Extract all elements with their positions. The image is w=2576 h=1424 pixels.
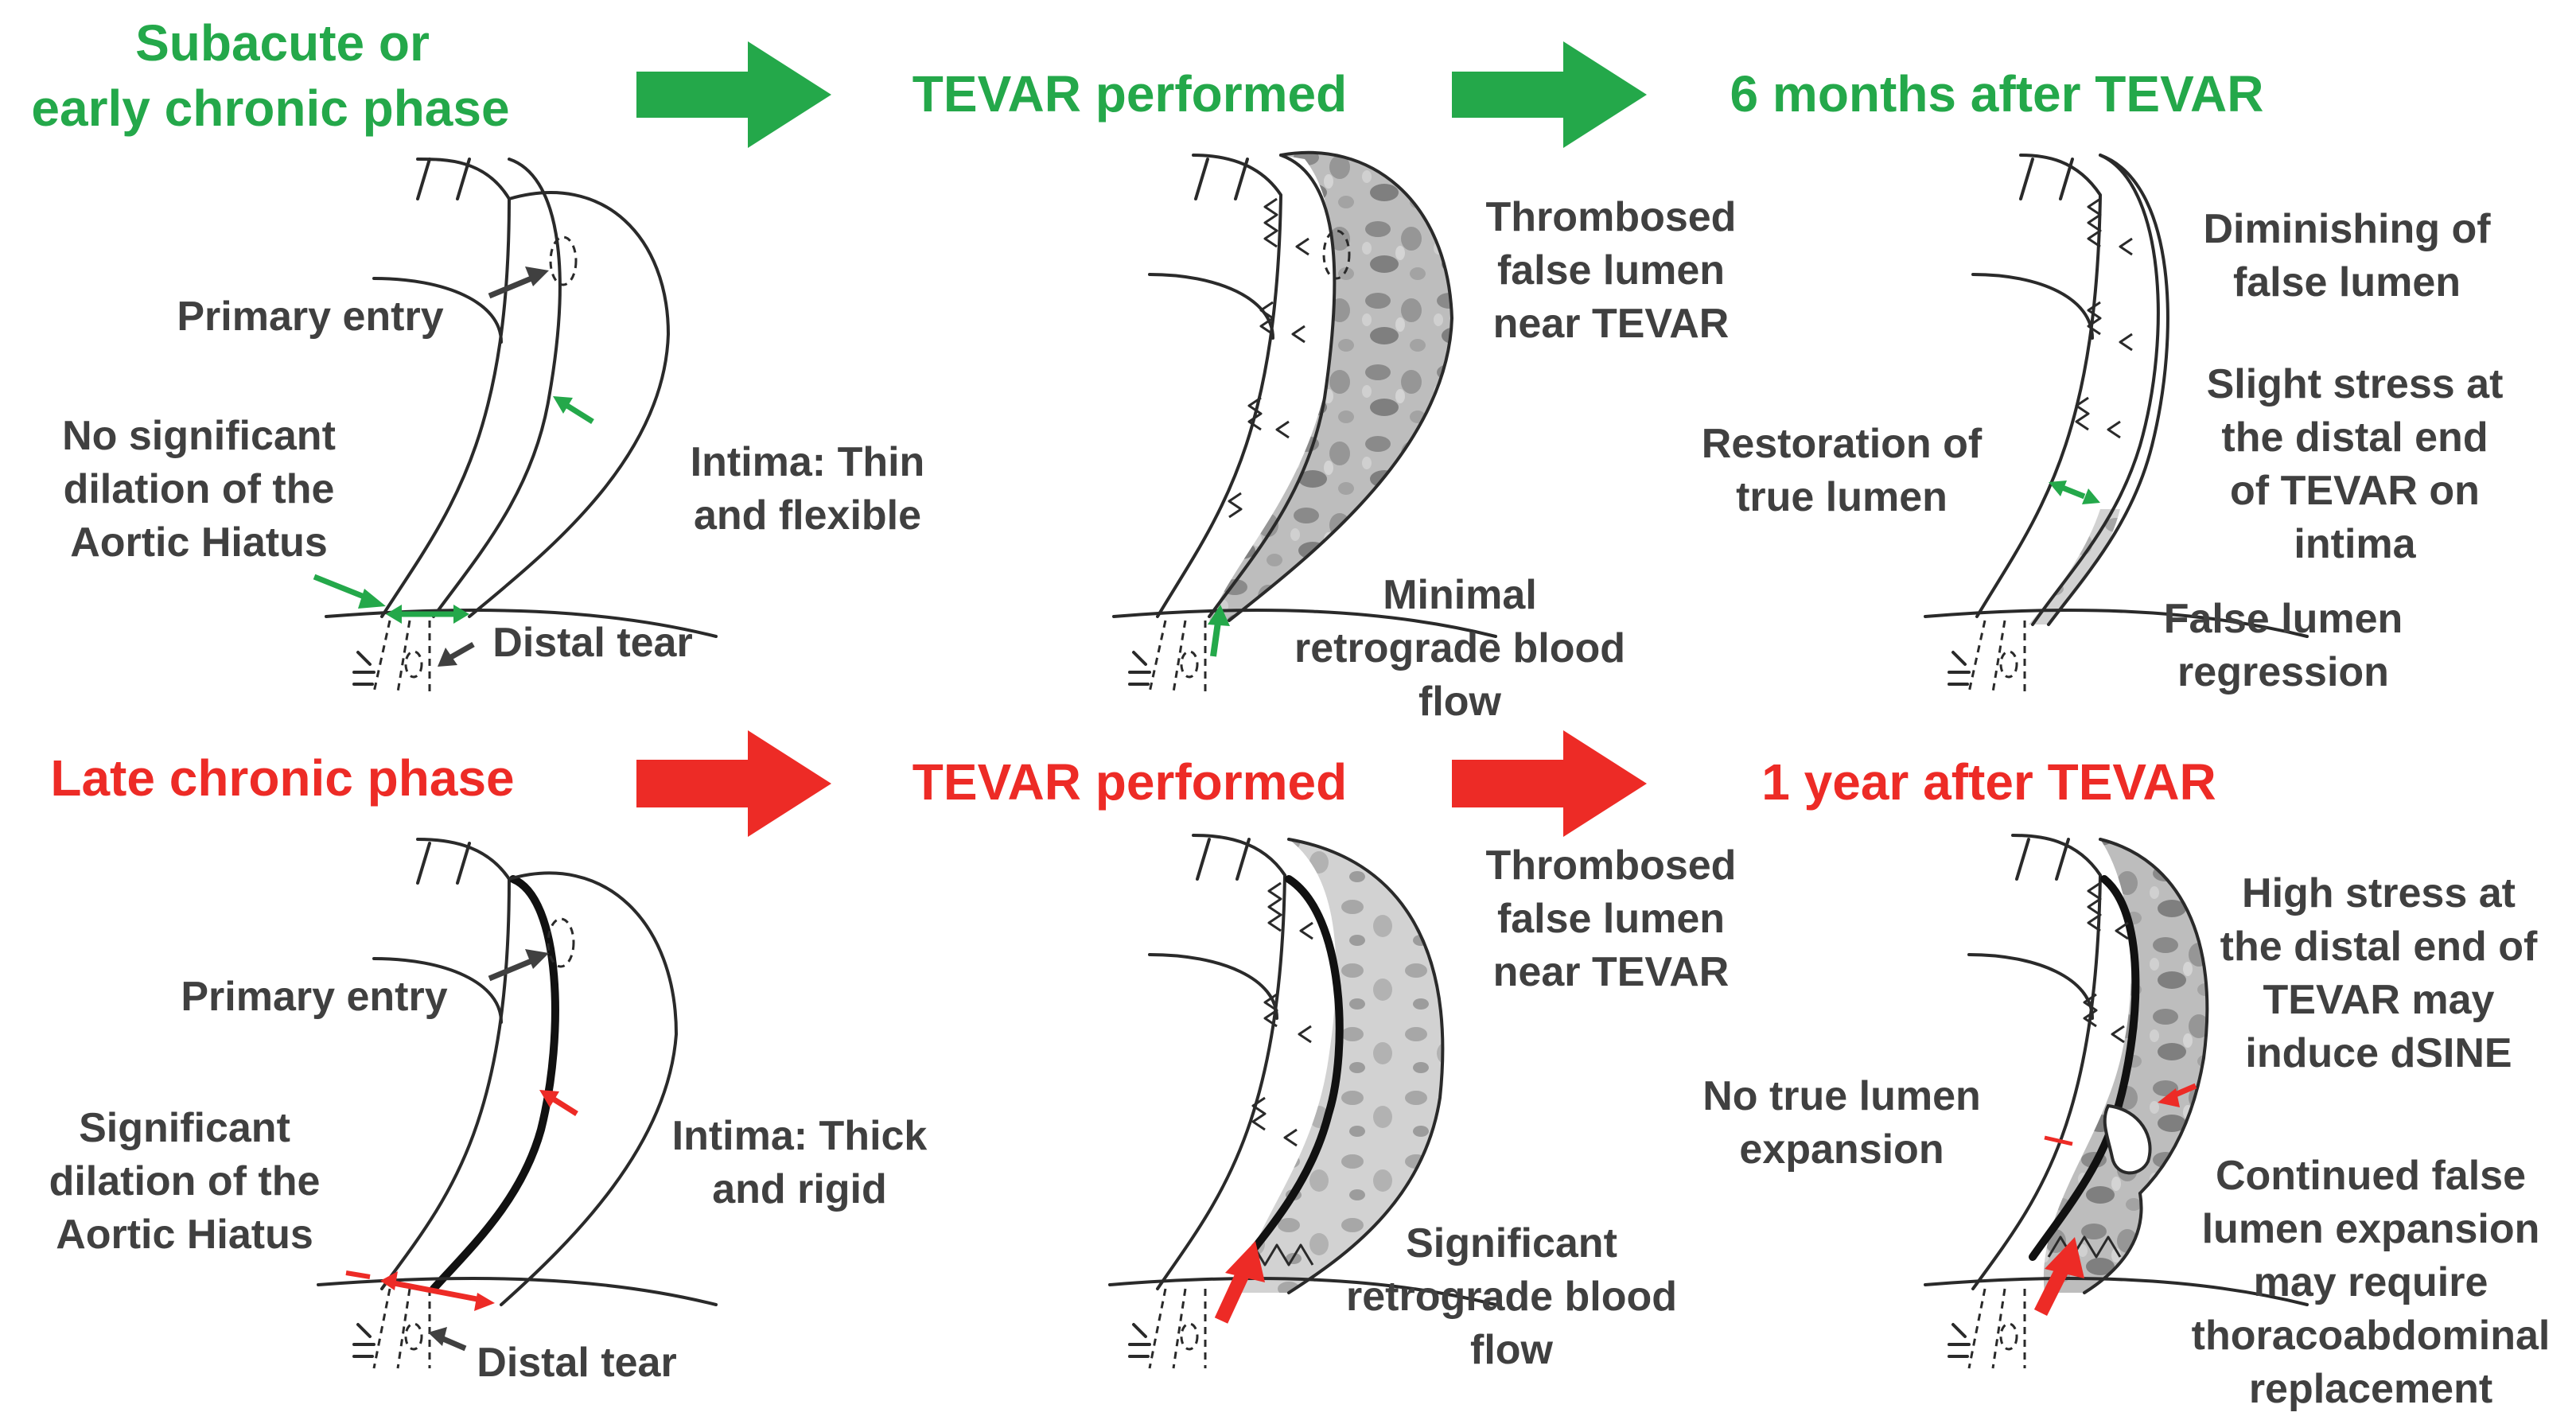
bottom-panel1-labels: Primary entry Significant dilation of th… [49, 974, 928, 1386]
top-phase-title-line2: early chronic phase [31, 80, 509, 137]
top-panel1-arrows [313, 267, 594, 667]
bottom-panel1-arrows [345, 949, 578, 1352]
bottom-panel1-aorta [317, 838, 718, 1369]
top-step3-title: 6 months after TEVAR [1730, 65, 2264, 123]
top-intima-note-line1: Intima: Thin [691, 439, 925, 485]
bottom-panel2-aorta [1108, 834, 1497, 1369]
bottom-retrograde-line1: Significant [1406, 1220, 1617, 1266]
top-panel3-labels: Diminishing of false lumen Slight stress… [1702, 206, 2504, 695]
bottom-retrograde-line2: retrograde blood [1346, 1274, 1677, 1320]
bottom-panel3-aorta [1924, 834, 2309, 1369]
bottom-primary-entry-label: Primary entry [181, 974, 447, 1020]
bottom-step2-title: TEVAR performed [912, 753, 1347, 811]
bottom-panel2-arrows [1214, 1241, 1265, 1324]
top-phase-title-line1: Subacute or [135, 14, 430, 72]
top-panel3-aorta [1924, 154, 2309, 693]
top-retrograde-line1: Minimal [1383, 572, 1537, 618]
top-intima-note-line2: and flexible [694, 492, 921, 539]
top-stress-line2: the distal end [2221, 414, 2488, 461]
bottom-intima-note-line1: Intima: Thick [672, 1113, 928, 1159]
top-panel2-labels: Thrombosed false lumen near TEVAR Minima… [1294, 194, 1736, 725]
top-restoration-line2: true lumen [1736, 474, 1948, 520]
top-diminishing-line1: Diminishing of [2203, 206, 2491, 252]
bottom-stress-line3: TEVAR may [2263, 977, 2495, 1023]
top-diminishing-line2: false lumen [2233, 259, 2461, 305]
top-stress-line1: Slight stress at [2207, 361, 2504, 407]
top-primary-entry-label: Primary entry [177, 294, 443, 340]
top-thrombosed-line1: Thrombosed [1486, 194, 1737, 240]
top-thrombosed-line2: false lumen [1497, 247, 1725, 294]
top-arrow-1-icon [636, 41, 831, 148]
top-step2-title: TEVAR performed [912, 65, 1347, 123]
bottom-arrow-2-icon [1452, 730, 1647, 837]
bottom-no-expansion-line2: expansion [1739, 1126, 1944, 1173]
bottom-row-headings: Late chronic phase TEVAR performed 1 yea… [50, 730, 2216, 837]
bottom-panel2-labels: Thrombosed false lumen near TEVAR Signif… [1346, 842, 1736, 1373]
top-arrow-2-icon [1452, 41, 1647, 148]
top-restoration-line1: Restoration of [1702, 421, 1983, 467]
top-thrombosed-line3: near TEVAR [1493, 301, 1730, 347]
bottom-distal-tear-label: Distal tear [477, 1340, 676, 1386]
top-stress-line4: intima [2294, 521, 2416, 567]
bottom-phase-title: Late chronic phase [50, 749, 514, 807]
bottom-no-expansion-line1: No true lumen [1702, 1073, 1981, 1119]
bottom-continued-line5: replacement [2249, 1366, 2492, 1412]
bottom-hiatus-note-line3: Aortic Hiatus [56, 1212, 313, 1258]
bottom-thrombosed-line3: near TEVAR [1493, 949, 1730, 995]
bottom-stress-line1: High stress at [2242, 870, 2516, 916]
top-panel2-aorta [1112, 150, 1497, 693]
top-retrograde-line3: flow [1418, 679, 1502, 725]
top-panel2-arrows [1208, 605, 1230, 657]
bottom-thrombosed-line2: false lumen [1497, 896, 1725, 942]
bottom-panel3-labels: High stress at the distal end of TEVAR m… [1702, 870, 2550, 1412]
bottom-thrombosed-line1: Thrombosed [1486, 842, 1737, 889]
top-hiatus-note-line2: dilation of the [64, 466, 335, 512]
top-distal-tear-label: Distal tear [492, 620, 692, 666]
bottom-hiatus-note-line2: dilation of the [49, 1158, 321, 1204]
bottom-continued-line4: thoracoabdominal [2192, 1313, 2551, 1359]
top-retrograde-line2: retrograde blood [1294, 625, 1625, 671]
top-panel1-aorta [325, 158, 718, 693]
top-hiatus-note-line3: Aortic Hiatus [70, 519, 328, 566]
bottom-step3-title: 1 year after TEVAR [1761, 753, 2216, 811]
bottom-stress-line2: the distal end of [2220, 924, 2538, 970]
bottom-intima-note-line2: and rigid [712, 1166, 887, 1212]
bottom-panel3-arrows [2033, 1083, 2197, 1317]
bottom-hiatus-note-line1: Significant [79, 1105, 290, 1151]
top-row-headings: Subacute or early chronic phase TEVAR pe… [31, 14, 2263, 148]
bottom-stress-line4: induce dSINE [2245, 1030, 2512, 1076]
top-panel3-arrows [2049, 481, 2100, 504]
bottom-continued-line1: Continued false [2216, 1153, 2526, 1199]
bottom-arrow-1-icon [636, 730, 831, 837]
bottom-continued-line2: lumen expansion [2202, 1206, 2540, 1252]
bottom-retrograde-line3: flow [1470, 1327, 1554, 1373]
top-panel1-labels: Primary entry No significant dilation of… [62, 294, 924, 666]
top-hiatus-note-line1: No significant [62, 413, 336, 459]
top-regression-line2: regression [2177, 649, 2389, 695]
top-stress-line3: of TEVAR on [2230, 468, 2480, 514]
top-regression-line1: False lumen [2164, 596, 2403, 642]
bottom-continued-line3: may require [2254, 1259, 2488, 1305]
